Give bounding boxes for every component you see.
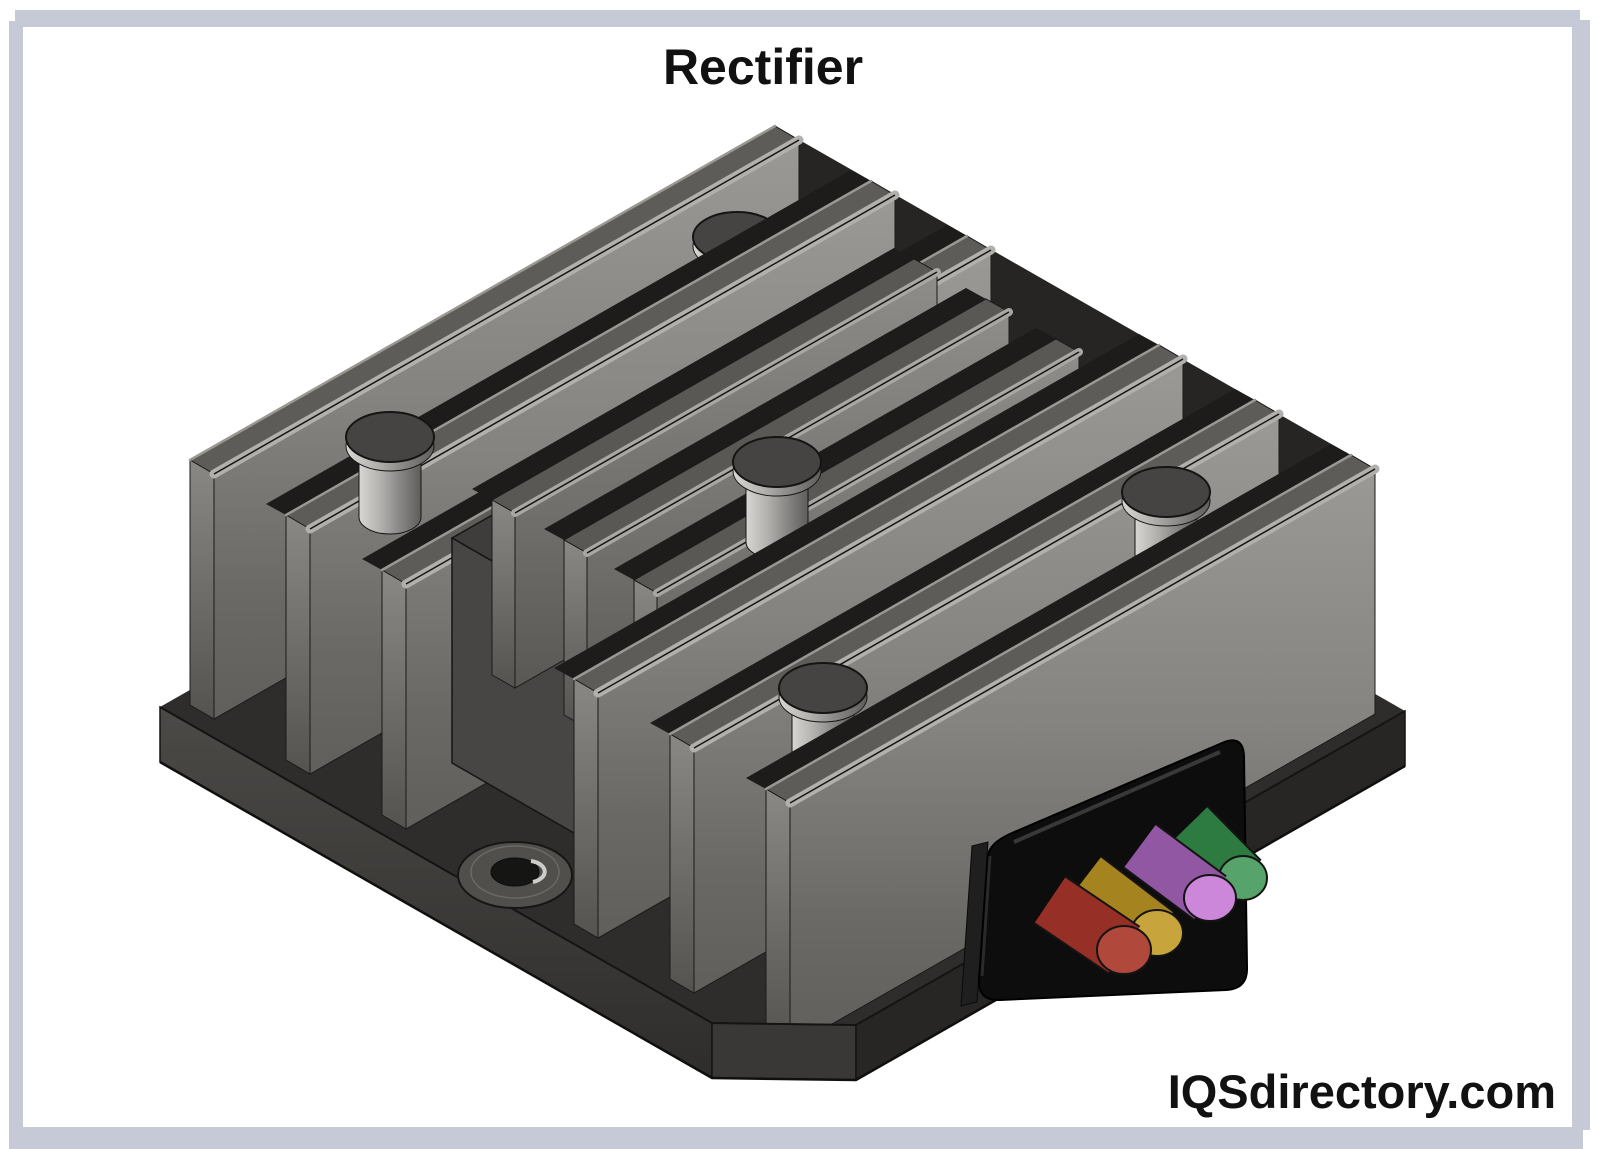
watermark: IQSdirectory.com — [1167, 1065, 1556, 1118]
fin-back-edge — [188, 124, 777, 462]
heatsink-fin — [746, 444, 1380, 1049]
terminal-post — [345, 411, 435, 535]
fin-end — [381, 569, 407, 830]
red-pin — [1033, 875, 1152, 975]
post-head-top — [345, 411, 435, 463]
pin-cap — [1183, 874, 1237, 922]
fin-back-edge — [668, 398, 1257, 736]
fin-gap-shadow — [746, 444, 1351, 789]
frame-top-border — [15, 10, 1580, 27]
fin-gap-shadow — [544, 288, 986, 540]
mounting-hole — [490, 857, 540, 887]
frame-left-border — [9, 21, 23, 1149]
hole-inner-highlight — [530, 859, 547, 884]
fin-gap-shadow — [554, 334, 1159, 679]
fin-end — [285, 514, 311, 775]
fin-back-edge — [764, 453, 1353, 791]
connector-bevel-highlight — [1013, 750, 1221, 844]
fin-gap-shadow — [472, 248, 914, 500]
post-head-top — [732, 436, 822, 488]
post-head-top — [1121, 466, 1211, 518]
pin-cap — [1096, 925, 1152, 975]
base-chamfer-face — [711, 1022, 857, 1081]
fin-edge-line — [597, 358, 1184, 694]
connector-side — [960, 841, 989, 1007]
fin-edge-line — [514, 271, 938, 514]
fin-edge-line — [656, 351, 1080, 594]
fin-edge-line — [586, 311, 1010, 554]
fin-end — [669, 733, 695, 994]
fin-back-edge — [572, 343, 1161, 681]
fin-gap-shadow — [650, 389, 1255, 734]
fin-end — [189, 459, 215, 720]
fin-end — [765, 788, 791, 1049]
connector-left-bevel — [980, 855, 992, 977]
fin-gap-shadow — [614, 328, 1056, 580]
fin-end — [573, 678, 599, 939]
fin-end — [491, 499, 516, 689]
frame-right-border — [1572, 20, 1590, 1130]
page-title: Rectifier — [662, 39, 864, 95]
frame-bottom-border — [23, 1127, 1583, 1149]
fin-edge-line — [213, 139, 800, 475]
mounting-boss — [457, 841, 573, 909]
fin-edge-line — [789, 468, 1376, 804]
post-head-top — [778, 662, 868, 714]
boss-ring — [470, 845, 560, 899]
purple-pin — [1123, 823, 1237, 922]
wire-connector — [960, 739, 1268, 1007]
